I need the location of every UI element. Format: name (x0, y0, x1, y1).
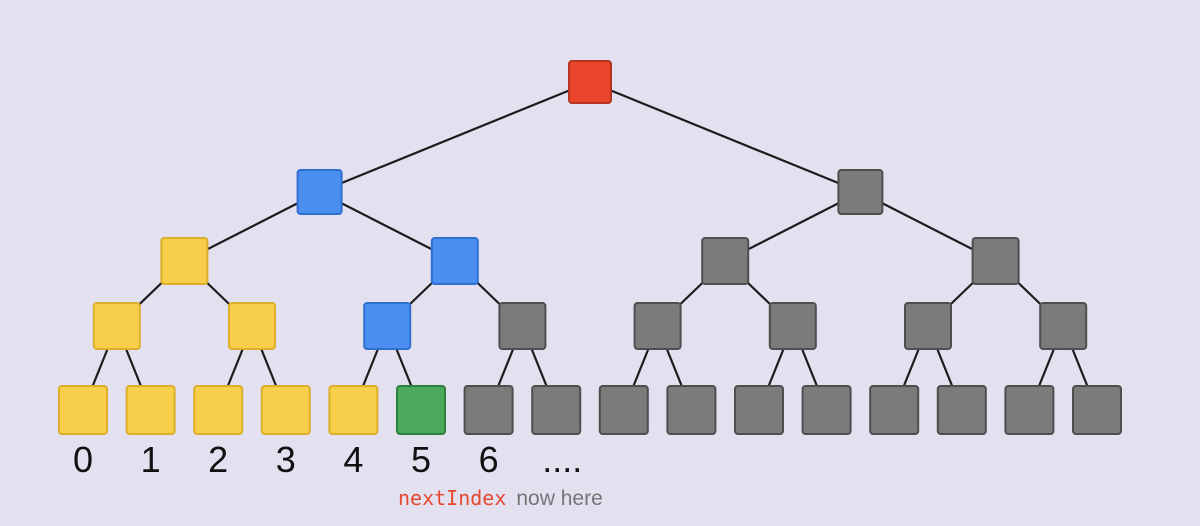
tree-edge (589, 80, 861, 194)
tree-node-010 (363, 302, 412, 350)
leaf-label-1: 1 (141, 439, 161, 480)
leaf-label-3: 3 (276, 439, 296, 480)
leaf-node-2 (193, 385, 244, 435)
leaf-node-3 (260, 385, 311, 435)
tree-node-00 (160, 237, 209, 285)
next-index-variable: nextIndex (398, 486, 507, 510)
tree-nodes (58, 60, 1122, 435)
leaf-label-7: .... (542, 439, 582, 480)
tree-node-111 (1039, 302, 1088, 350)
leaf-node-13 (936, 385, 987, 435)
next-index-caption: nextIndex now here (398, 486, 603, 511)
leaf-index-labels: 0 1 2 3 4 5 6.... (73, 439, 582, 480)
leaf-node-0 (58, 385, 108, 435)
leaf-node-10 (734, 385, 784, 435)
tree-node-101 (768, 302, 817, 350)
tree-node-1 (837, 169, 884, 215)
tree-node-011 (498, 302, 547, 350)
tree-edge (319, 80, 591, 194)
tree-node-01 (430, 237, 479, 285)
tree-edges (81, 80, 1099, 411)
leaf-node-7 (531, 385, 582, 435)
tree-node-100 (633, 302, 682, 350)
leaf-label-5: 5 (411, 439, 431, 480)
tree-node-001 (228, 302, 276, 350)
root-node (568, 60, 612, 104)
leaf-label-6: 6 (479, 439, 499, 480)
tree-node-000 (92, 302, 141, 350)
tree-node-11 (971, 237, 1020, 285)
leaf-label-4: 4 (343, 439, 363, 480)
leaf-node-6 (463, 385, 514, 435)
leaf-label-0: 0 (73, 439, 93, 480)
now-here-text: now here (516, 487, 603, 510)
leaf-node-12 (869, 385, 920, 435)
leaf-node-1 (125, 385, 176, 435)
leaf-node-9 (666, 385, 717, 435)
leaf-node-5 (396, 385, 446, 435)
leaf-node-4 (328, 385, 379, 435)
leaf-node-15 (1072, 385, 1122, 435)
tree-node-0 (296, 169, 343, 215)
tree-node-10 (701, 237, 750, 285)
leaf-node-14 (1004, 385, 1055, 435)
tree-node-110 (904, 302, 952, 350)
leaf-label-2: 2 (208, 439, 228, 480)
leaf-node-8 (598, 385, 649, 435)
leaf-node-11 (801, 385, 852, 435)
